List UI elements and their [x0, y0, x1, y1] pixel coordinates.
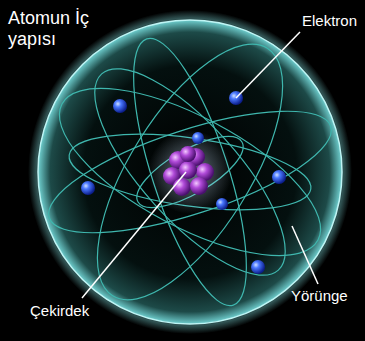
part-label: Çekirdek — [30, 302, 89, 320]
atom-sphere — [38, 20, 342, 324]
electrons — [81, 91, 286, 274]
leader-lines — [82, 32, 318, 298]
nucleus-glow — [148, 130, 232, 214]
part-label: Elektron — [302, 12, 357, 30]
diagram-title: Atomun İç yapısı — [8, 8, 98, 50]
sphere-glow — [28, 10, 352, 334]
nucleus — [163, 146, 214, 196]
orbits — [36, 16, 344, 327]
part-label: Yörünge — [291, 287, 348, 305]
